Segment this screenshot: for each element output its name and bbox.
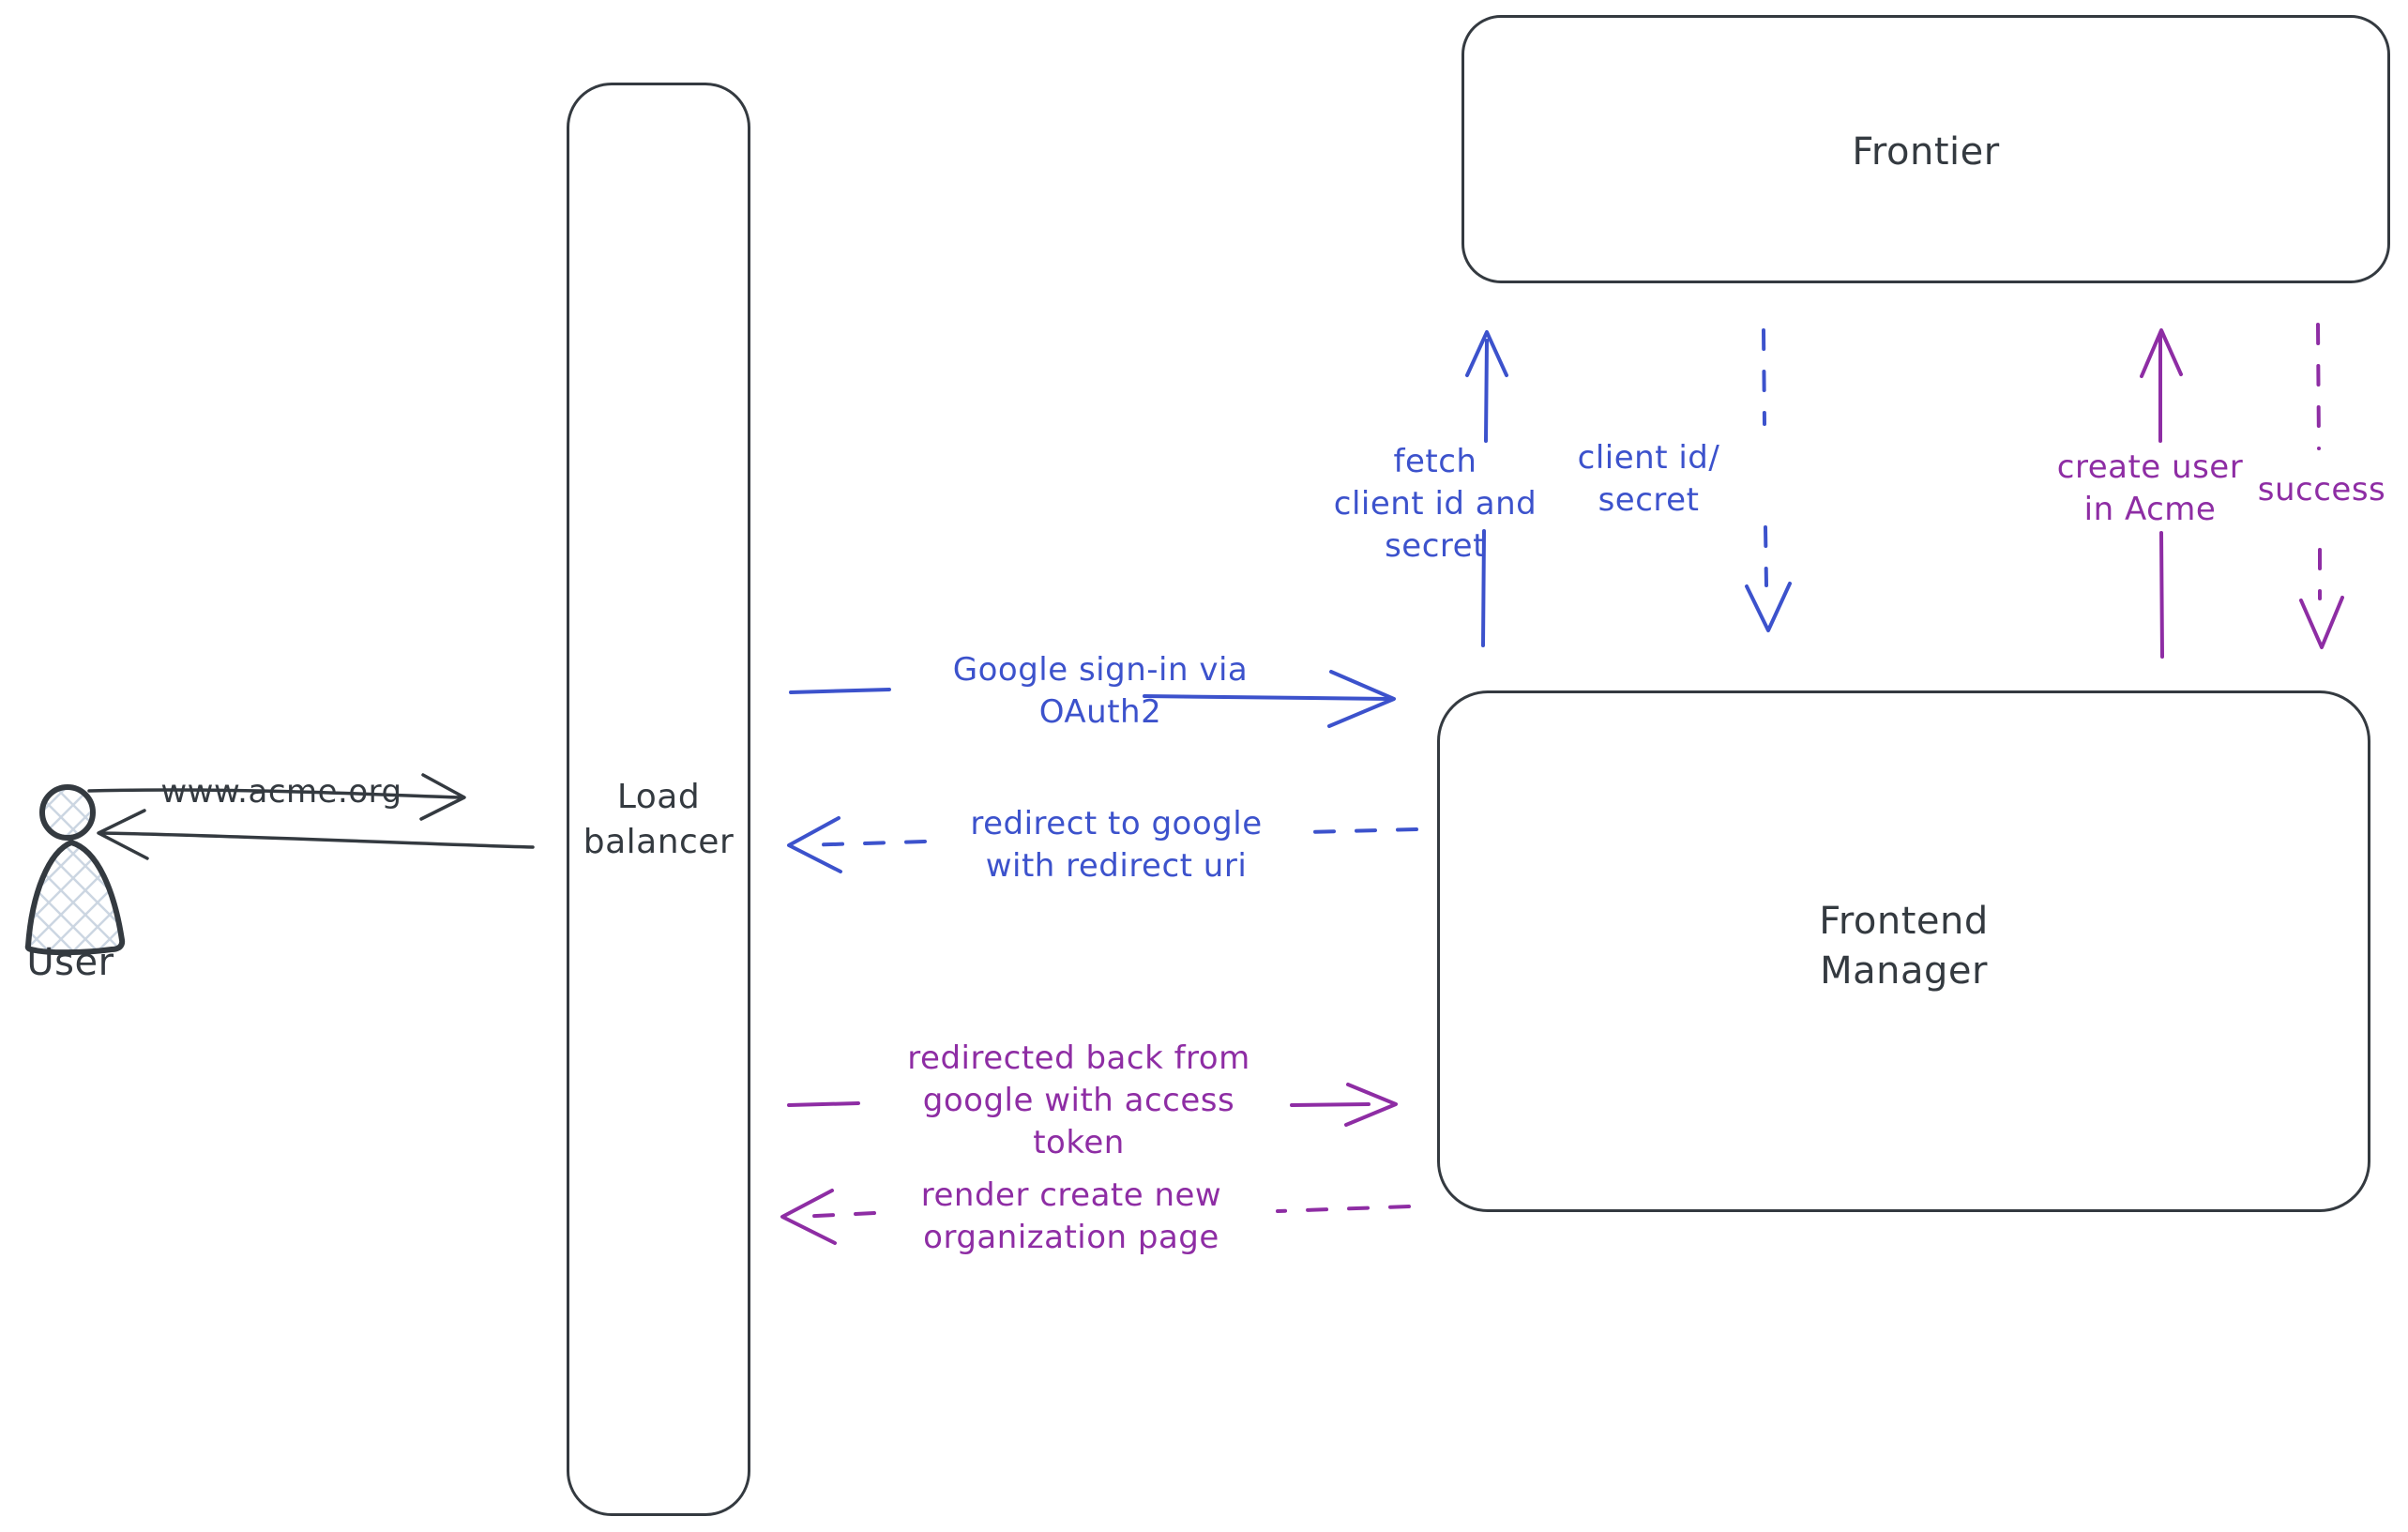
google-signin-label: Google sign-in via OAuth2	[952, 651, 1249, 731]
fetch-client-id-label: fetch client id and secret	[1333, 443, 1537, 565]
load-balancer-box	[567, 83, 750, 1516]
www-acme-arrow	[87, 773, 466, 821]
render-create-label: render create new organization page	[920, 1176, 1222, 1256]
www-acme-label: www.acme.org	[160, 773, 402, 811]
redirected-back-label: redirected back from google with access …	[907, 1039, 1250, 1161]
user-head	[39, 784, 96, 841]
user-body	[24, 840, 126, 956]
frontier-label: Frontier	[1852, 130, 2000, 174]
google-signin-arrow	[789, 670, 1396, 728]
redirect-to-google-label: redirect to google with redirect uri	[970, 805, 1263, 885]
success-label: success	[2257, 471, 2386, 508]
create-user-label: create user in Acme	[2056, 448, 2244, 528]
frontend-manager-label: Frontend Manager	[1819, 900, 1989, 993]
load-balancer-label: Load balancer	[583, 778, 735, 861]
frontier-box	[1461, 15, 2390, 283]
response-to-user-arrow	[97, 809, 535, 860]
user-label: User	[26, 941, 114, 984]
redirected-back-arrow	[787, 1083, 1398, 1127]
user-figure	[24, 784, 126, 956]
client-id-secret-arrow	[1745, 328, 1792, 632]
client-id-secret-label: client id/ secret	[1577, 439, 1720, 519]
redirect-to-google-arrow	[787, 816, 1418, 873]
create-user-arrow	[2140, 328, 2183, 659]
success-arrow	[2299, 323, 2344, 649]
frontend-manager-box	[1437, 690, 2370, 1212]
fetch-client-id-arrow	[1465, 330, 1508, 647]
render-create-arrow	[780, 1189, 1411, 1245]
